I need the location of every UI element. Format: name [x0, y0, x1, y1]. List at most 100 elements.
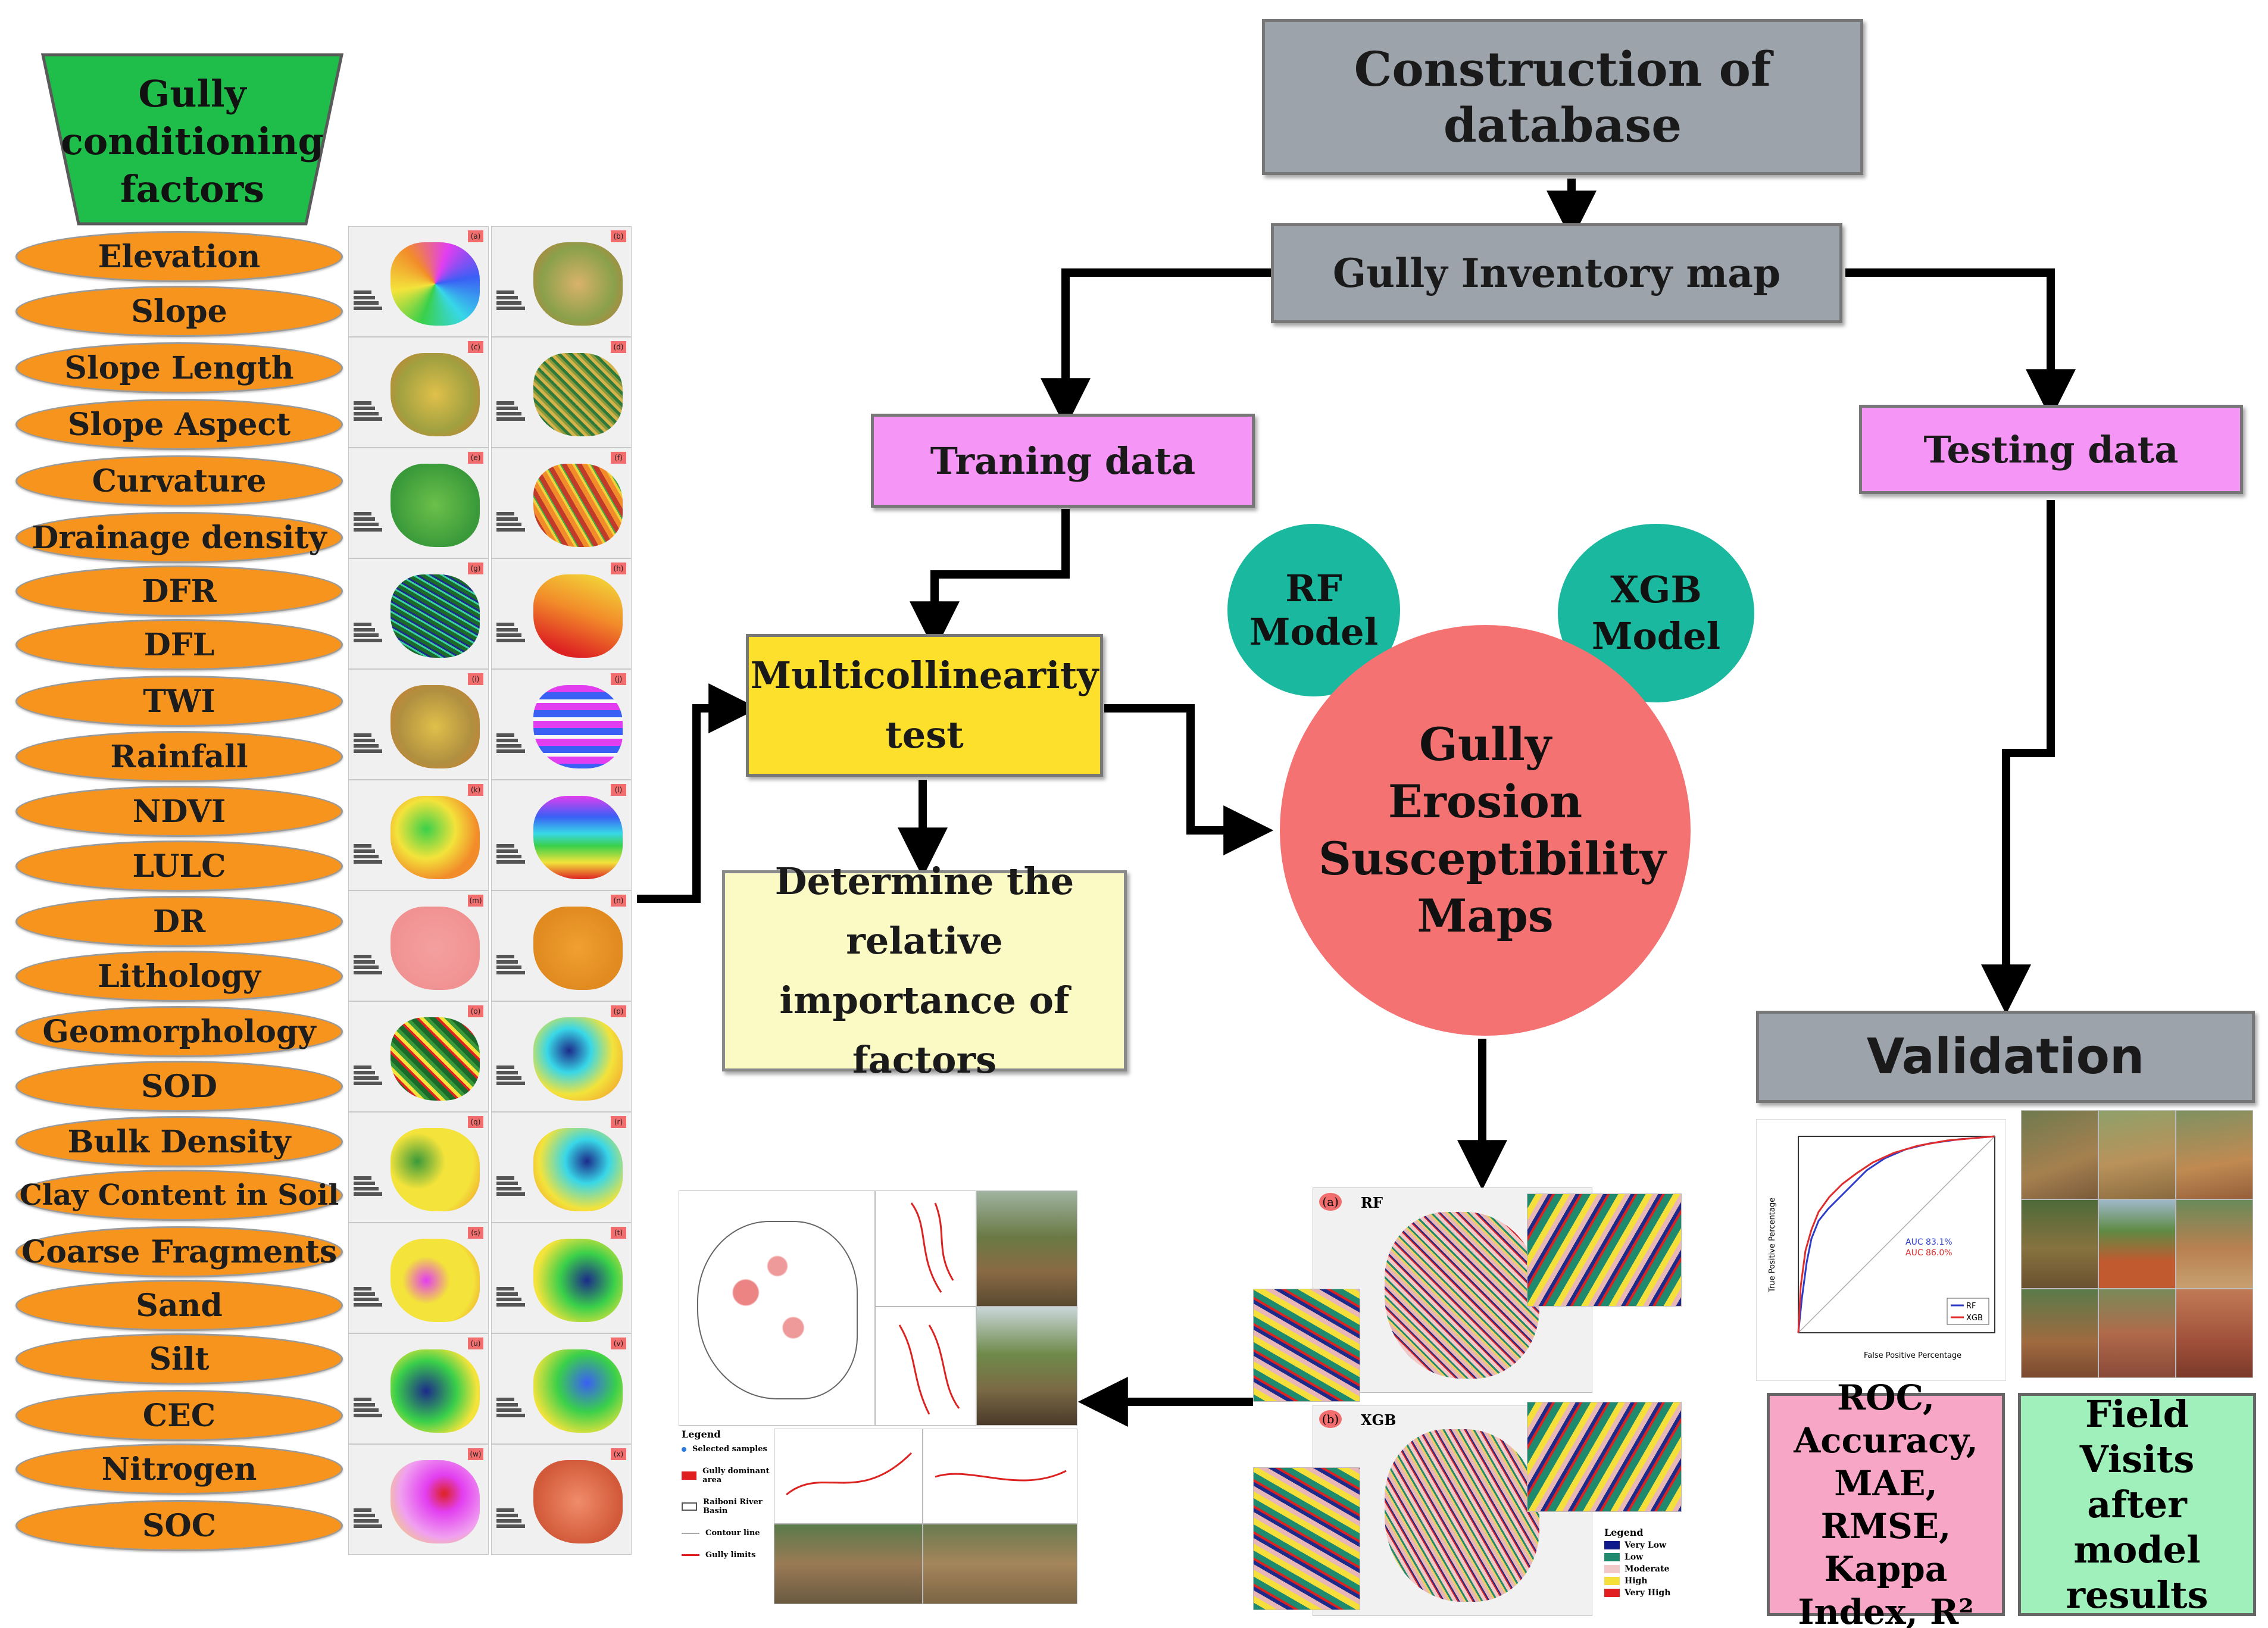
factor-map-label: (i) — [468, 673, 483, 685]
factor-map-thumbnail: (w) — [348, 1444, 489, 1555]
factor-map-legend — [496, 399, 530, 434]
inventory-legend-item: Selected samples — [682, 1445, 777, 1454]
inventory-legend-item: Gully limits — [682, 1551, 777, 1560]
inventory-photo — [976, 1307, 1077, 1426]
factor-item: SOC — [15, 1500, 343, 1551]
factor-map-thumbnail: (m) — [348, 890, 489, 1001]
factor-map-label: (n) — [611, 895, 626, 907]
factor-map-image — [533, 574, 623, 658]
legend-swatch — [682, 1554, 699, 1556]
factor-map-thumbnail: (t) — [491, 1223, 632, 1333]
factor-map-label: (v) — [611, 1338, 626, 1349]
metrics-box: ROC, Accuracy, MAE, RMSE, Kappa Index, R… — [1767, 1377, 2005, 1628]
factor-map-legend — [354, 510, 387, 545]
factor-map-image — [533, 1017, 623, 1101]
factor-item: Clay Content in Soil — [15, 1170, 343, 1221]
rf-map-title: RF — [1361, 1194, 1383, 1211]
factor-map-image — [533, 242, 623, 326]
factor-item: Drainage density — [15, 512, 343, 563]
factor-map-image — [391, 464, 480, 547]
susceptibility-legend-item: Moderate — [1604, 1564, 1682, 1574]
roc-chart: AUC 83.1% AUC 86.0% RF XGB False Positiv… — [1756, 1119, 2006, 1381]
inventory-photo — [976, 1190, 1077, 1307]
xgb-zoom-inset — [1527, 1402, 1682, 1512]
factor-item: Silt — [15, 1333, 343, 1385]
field-visits-box: Field Visits after model results — [2018, 1392, 2256, 1617]
factor-map-legend — [354, 399, 387, 434]
factor-map-thumbnail: (f) — [491, 448, 632, 558]
factor-item: Rainfall — [15, 731, 343, 782]
field-photo — [2176, 1110, 2253, 1199]
roc-chart-svg: AUC 83.1% AUC 86.0% RF XGB False Positiv… — [1768, 1135, 1995, 1360]
factor-map-label: (t) — [611, 1227, 626, 1239]
factor-map-image — [391, 1017, 480, 1101]
xgb-model-label: XGB Model — [1591, 568, 1721, 658]
factor-map-label: (c) — [468, 341, 483, 353]
legend-swatch — [1604, 1589, 1620, 1597]
metrics-label: ROC, Accuracy, MAE, RMSE, Kappa Index, R… — [1794, 1377, 1978, 1628]
inventory-photo — [923, 1524, 1077, 1604]
factor-map-label: (r) — [611, 1116, 626, 1128]
legend-swatch — [1604, 1541, 1620, 1549]
arrow-training-to-multicollinearity — [910, 509, 1070, 652]
factor-item: Geomorphology — [15, 1006, 343, 1057]
field-photos-grid — [2021, 1110, 2253, 1378]
factor-map-thumbnail: (q) — [348, 1112, 489, 1223]
roc-legend-box — [1947, 1298, 1989, 1325]
field-photo — [2098, 1199, 2176, 1289]
inventory-zoom-map — [875, 1307, 976, 1426]
susceptibility-legend-title: Legend — [1604, 1527, 1644, 1538]
factor-map-label: (w) — [468, 1448, 483, 1460]
inventory-zoom-map — [875, 1190, 976, 1307]
field-photo — [2021, 1289, 2098, 1378]
training-data-label: Traning data — [930, 439, 1196, 483]
roc-legend-xgb: XGB — [1966, 1314, 1983, 1323]
relative-importance-box: Determine the relative importance of fac… — [722, 860, 1127, 1082]
factor-item: CEC — [15, 1390, 343, 1441]
factor-item: Slope Length — [15, 342, 343, 393]
factor-item: NDVI — [15, 786, 343, 837]
factor-map-legend — [496, 953, 530, 988]
legend-swatch — [1604, 1577, 1620, 1585]
construction-of-database-label: Construction of database — [1354, 41, 1772, 153]
testing-data-box: Testing data — [1859, 405, 2243, 494]
rf-map-tag: (a) — [1319, 1193, 1342, 1211]
gully-inventory-map-label: Gully Inventory map — [1332, 250, 1781, 296]
factor-map-image — [391, 1349, 480, 1433]
factor-map-legend — [354, 953, 387, 988]
xgb-zoom-inset — [1253, 1467, 1360, 1610]
field-photo — [2021, 1199, 2098, 1289]
susceptibility-legend-item: Very High — [1604, 1588, 1682, 1598]
roc-auc-rf: AUC 83.1% — [1905, 1238, 1953, 1247]
factor-map-legend — [496, 289, 530, 323]
factor-map-image — [391, 1239, 480, 1322]
construction-of-database-box: Construction of database — [1262, 19, 1863, 175]
factor-map-thumbnail: (i) — [348, 669, 489, 780]
legend-swatch — [682, 1446, 686, 1452]
susceptibility-label: Gully Erosion Susceptibility Maps — [1319, 718, 1666, 942]
legend-label: Selected samples — [692, 1445, 767, 1454]
roc-auc-xgb: AUC 86.0% — [1905, 1248, 1953, 1258]
factor-map-thumbnail: (o) — [348, 1001, 489, 1112]
field-photo — [2021, 1110, 2098, 1199]
factor-map-thumbnail: (b) — [491, 226, 632, 337]
factor-map-thumbnail: (u) — [348, 1333, 489, 1444]
factor-map-thumbnail: (e) — [348, 448, 489, 558]
susceptibility-legend-item: Very Low — [1604, 1540, 1682, 1550]
field-visits-label: Field Visits after model results — [2066, 1392, 2208, 1617]
rf-zoom-inset — [1527, 1193, 1682, 1307]
factor-map-image — [391, 907, 480, 990]
inventory-overview-map — [679, 1190, 875, 1426]
factor-map-legend — [354, 1285, 387, 1320]
factor-map-label: (j) — [611, 673, 626, 685]
xgb-map-tag: (b) — [1319, 1410, 1342, 1428]
arrow-testing-to-validation — [1981, 500, 2055, 1015]
legend-swatch — [682, 1532, 699, 1534]
factor-map-thumbnail: (n) — [491, 890, 632, 1001]
factor-map-image — [533, 1239, 623, 1322]
factor-map-legend — [496, 621, 530, 655]
